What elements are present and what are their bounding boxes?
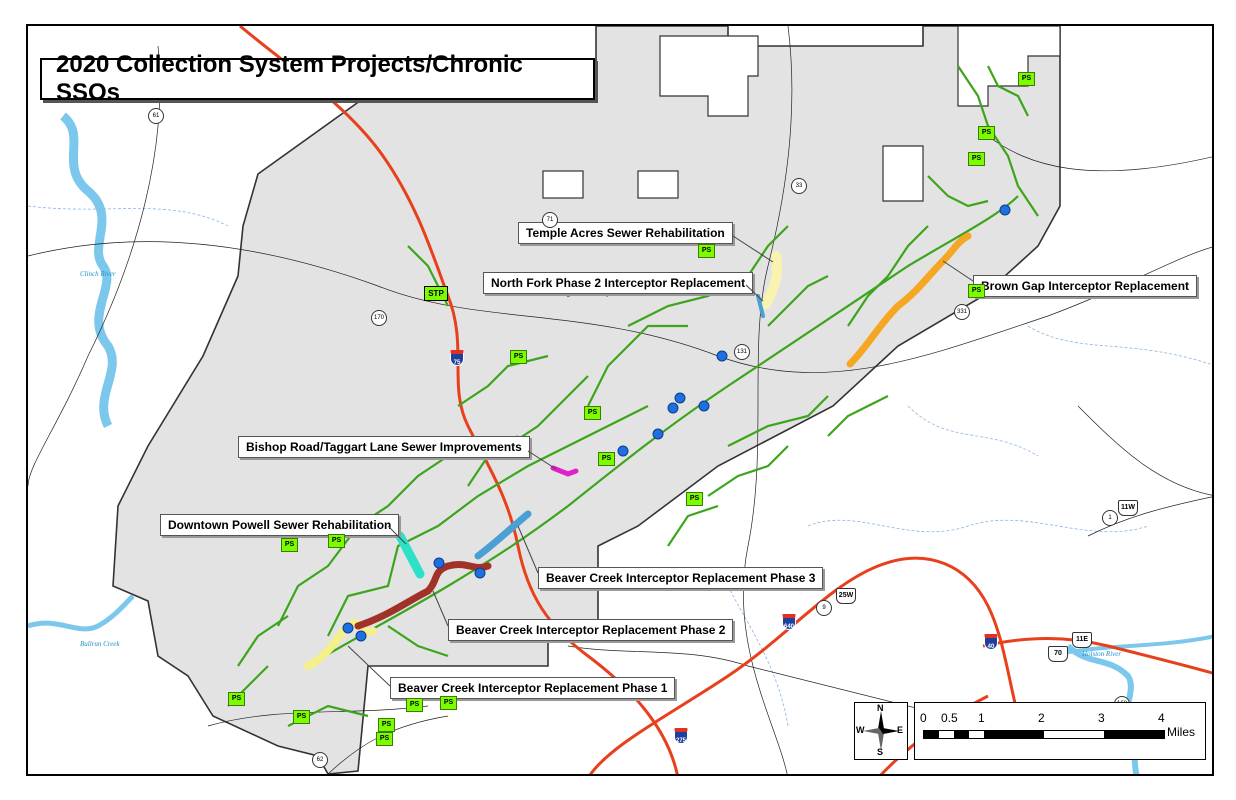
route-9-shield: 9: [816, 600, 832, 616]
sso-points: [342, 204, 1011, 642]
pump-station: PS: [376, 732, 393, 746]
scale-bar: 0 0.5 1 2 3 4 Miles: [914, 702, 1206, 760]
callout-north-fork: North Fork Phase 2 Interceptor Replaceme…: [483, 272, 754, 294]
route-33-shield: 33: [791, 178, 807, 194]
clinch-river-label: Clinch River: [80, 270, 116, 278]
pump-station: PS: [1018, 72, 1035, 86]
scale-tick-label: 2: [1038, 711, 1045, 725]
service-area: [112, 26, 1061, 774]
callout-temple-acres: Temple Acres Sewer Rehabilitation: [518, 222, 733, 244]
bishop-road-line: [550, 465, 579, 477]
pump-station: PS: [584, 406, 601, 420]
callout-bishop-road: Bishop Road/Taggart Lane Sewer Improveme…: [238, 436, 530, 458]
callout-beaver-creek-phase-2: Beaver Creek Interceptor Replacement Pha…: [448, 619, 734, 641]
north-arrow: N S E W: [854, 702, 908, 760]
compass-north: N: [877, 703, 884, 713]
map-canvas: [28, 26, 1212, 774]
beaver-creek-phase-3-line: [474, 510, 532, 560]
scale-tick-label: 1: [978, 711, 985, 725]
excluded-areas: [542, 26, 1061, 202]
callout-downtown-powell: Downtown Powell Sewer Rehabilitation: [160, 514, 400, 536]
compass-rose-icon: [863, 711, 899, 751]
callout-brown-gap: Brown Gap Interceptor Replacement: [973, 275, 1198, 297]
pump-station: PS: [228, 692, 245, 706]
pump-station: PS: [406, 698, 423, 712]
pump-station: PS: [968, 284, 985, 298]
pump-station: PS: [598, 452, 615, 466]
route-331-shield: 331: [954, 304, 970, 320]
pump-station: PS: [328, 534, 345, 548]
map-title: 2020 Collection System Projects/Chronic …: [40, 51, 595, 106]
treatment-plant: STP: [424, 286, 448, 301]
beaver-creek-phase-2-line: [354, 561, 492, 630]
us-70-shield: 70: [1048, 646, 1068, 662]
route-131-shield: 131: [734, 344, 750, 360]
pump-station: PS: [293, 710, 310, 724]
interstate-75-shield: 75: [450, 350, 464, 366]
temple-acres-line: [761, 251, 783, 309]
compass-south: S: [877, 747, 884, 757]
compass-west: W: [856, 725, 865, 735]
brown-gap-line: [846, 232, 972, 368]
route-61-shield: 61: [148, 108, 164, 124]
pump-station: PS: [440, 696, 457, 710]
pump-station: PS: [698, 244, 715, 258]
us-11e-shield: 11E: [1072, 632, 1092, 648]
scale-tick-label: 3: [1098, 711, 1105, 725]
compass-east: E: [897, 725, 904, 735]
scale-tick-label: 0: [920, 711, 927, 725]
scale-unit: Miles: [1167, 725, 1196, 739]
map-frame: 2020 Collection System Projects/Chronic …: [26, 24, 1214, 776]
pump-station: PS: [968, 152, 985, 166]
callout-beaver-creek-phase-3: Beaver Creek Interceptor Replacement Pha…: [538, 567, 824, 589]
scale-bar-track: [923, 730, 1165, 739]
pump-station: PS: [686, 492, 703, 506]
route-1-shield: 1: [1102, 510, 1118, 526]
route-71-shield: 71: [542, 212, 558, 228]
bullrun-creek-label: Bullrun Creek: [80, 640, 120, 648]
pump-station: PS: [978, 126, 995, 140]
route-170-shield: 170: [371, 310, 387, 326]
interstate-275-shield: 275: [674, 728, 688, 744]
interstate-640-shield: 640: [782, 614, 796, 630]
us-11w-shield: 11W: [1118, 500, 1138, 516]
callout-beaver-creek-phase-1: Beaver Creek Interceptor Replacement Pha…: [390, 677, 676, 699]
pump-station: PS: [378, 718, 395, 732]
holston-river-label: Holston River: [1082, 650, 1122, 658]
pump-station: PS: [510, 350, 527, 364]
scale-tick-label: 4: [1158, 711, 1165, 725]
interstate-40-shield: 40: [984, 634, 998, 650]
us-25w-shield: 25W: [836, 588, 856, 604]
pump-station: PS: [281, 538, 298, 552]
route-62-shield: 62: [312, 752, 328, 768]
scale-tick-label: 0.5: [941, 711, 958, 725]
